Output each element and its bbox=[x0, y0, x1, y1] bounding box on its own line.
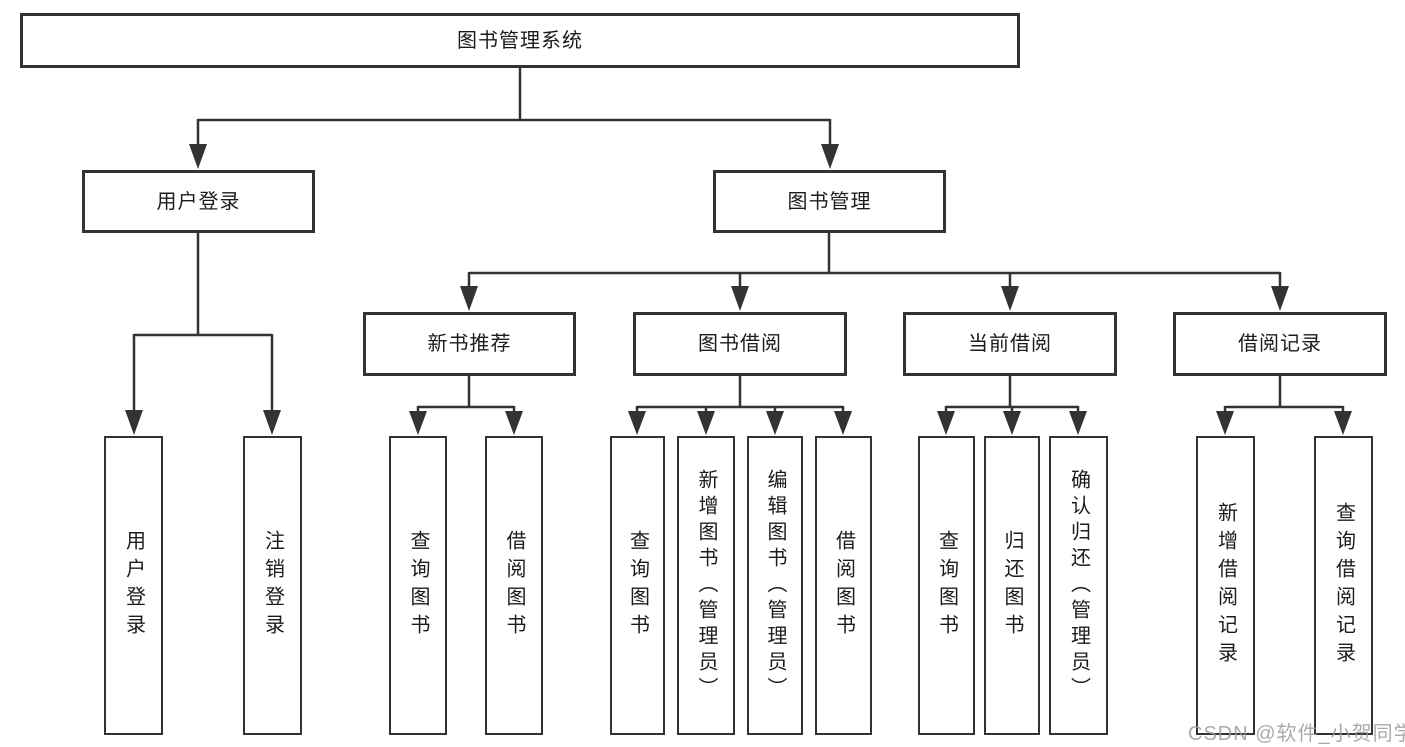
node-borrowing-records: 借阅记录 bbox=[1173, 312, 1387, 376]
leaf-borrow-book: 借阅图书 bbox=[485, 436, 543, 735]
connector-book-borrow-branch bbox=[635, 376, 845, 414]
connector-user-login-branch bbox=[132, 233, 274, 414]
leaf-borrow-book: 借阅图书 bbox=[815, 436, 872, 735]
leaf-edit-book-admin: 编辑图书（管理员） bbox=[747, 436, 803, 735]
leaf-add-borrow-record: 新增借阅记录 bbox=[1196, 436, 1255, 735]
connector-root-to-level2 bbox=[196, 68, 832, 148]
node-user-login: 用户登录 bbox=[82, 170, 315, 233]
node-current-borrowing: 当前借阅 bbox=[903, 312, 1117, 376]
node-book-borrowing: 图书借阅 bbox=[633, 312, 847, 376]
connector-book-management-branch bbox=[467, 233, 1282, 290]
leaf-logout-login: 注销登录 bbox=[243, 436, 302, 735]
leaf-query-book: 查询图书 bbox=[918, 436, 975, 735]
node-library-management-system: 图书管理系统 bbox=[20, 13, 1020, 68]
arrowheads-level3 bbox=[460, 286, 1289, 311]
arrowheads-user-login-branch bbox=[125, 410, 281, 435]
arrowheads-leaves bbox=[409, 411, 1352, 435]
leaf-user-login: 用户登录 bbox=[104, 436, 163, 735]
csdn-watermark: CSDN @软件_小贺同学 bbox=[1188, 723, 1405, 745]
leaf-add-book-admin: 新增图书（管理员） bbox=[677, 436, 735, 735]
connector-current-borrow-branch bbox=[944, 376, 1080, 414]
arrowheads-level2 bbox=[189, 144, 839, 169]
leaf-query-book: 查询图书 bbox=[389, 436, 447, 735]
leaf-query-book: 查询图书 bbox=[610, 436, 665, 735]
leaf-query-borrow-record: 查询借阅记录 bbox=[1314, 436, 1373, 735]
node-new-book-recommendation: 新书推荐 bbox=[363, 312, 576, 376]
leaf-return-book: 归还图书 bbox=[984, 436, 1040, 735]
leaf-confirm-return-admin: 确认归还（管理员） bbox=[1049, 436, 1108, 735]
connector-new-book-branch bbox=[416, 376, 516, 414]
node-book-management: 图书管理 bbox=[713, 170, 946, 233]
connector-borrow-records-branch bbox=[1223, 376, 1345, 414]
